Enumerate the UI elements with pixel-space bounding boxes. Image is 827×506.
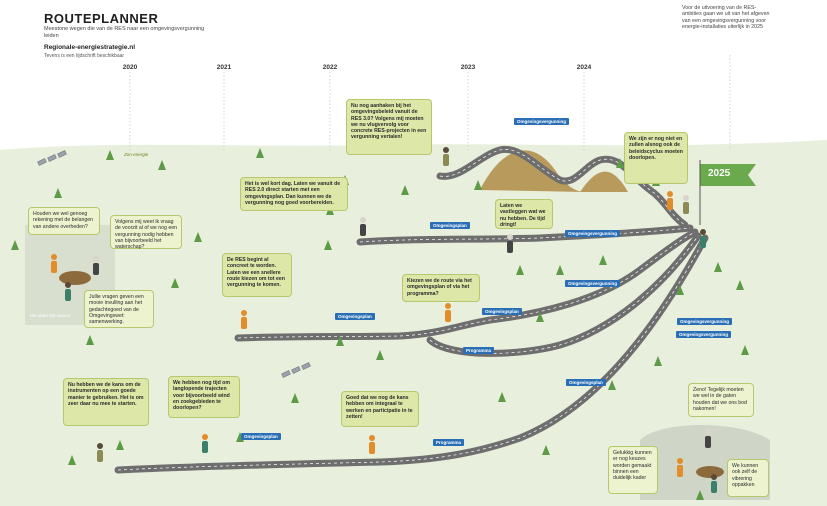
- speech-bubble: Gelukkig kunnen er nog keuzes worden gem…: [608, 446, 658, 494]
- speech-bubble: We zijn er nog niet en zullen alsnog ook…: [624, 132, 688, 184]
- page-subtitle: Meestone wegen die van de RES naar een o…: [44, 26, 205, 39]
- speech-bubble: De RES begint al concreet te worden. Lat…: [222, 253, 292, 297]
- route-tag: Omgevingsplan: [335, 313, 375, 320]
- year-label: 2022: [322, 64, 338, 71]
- route-tag: Omgevingsplan: [482, 308, 522, 315]
- route-tag: Omgevingsvergunning: [514, 118, 570, 125]
- route-tag: Programma: [433, 439, 465, 446]
- solar-panels: [37, 150, 311, 378]
- route-tag: Omgevingsplan: [241, 433, 281, 440]
- speech-bubble: Houden we wel genoeg rekening met de bel…: [28, 207, 100, 235]
- timeline-grid: [129, 55, 731, 150]
- page-title: ROUTEPLANNER: [44, 11, 159, 26]
- route-tag: Omgevingsvergunning: [565, 230, 621, 237]
- site-link[interactable]: Regionale-energiestrategie.nl: [44, 44, 136, 51]
- speech-bubble: We hebben nog tijd om langlopende trajec…: [168, 376, 240, 418]
- speech-bubble: Zeno! Tegelijk moeten we wel in de gaten…: [688, 383, 754, 417]
- speech-bubble: Nu nog aanhaken bij het omgevingsbeleid …: [346, 99, 432, 155]
- speech-bubble: Kiezen we de route via het omgevingsplan…: [402, 274, 480, 302]
- meeting-table-left: [59, 271, 91, 285]
- speech-bubble: Volgens mij weet ik vraag de voorzit al …: [110, 215, 182, 250]
- group-label: We doen het samen: [30, 313, 71, 318]
- deadline-note: Voor de uitvoering van de RES-ambities g…: [682, 5, 770, 30]
- milestone-flag: [700, 164, 756, 186]
- year-label: 2024: [576, 64, 592, 71]
- speech-bubble: We kunnen ook zelf de vibrering oppakken: [727, 459, 769, 497]
- route-tag: Omgevingsplan: [566, 379, 606, 386]
- speech-bubble: Het is wel kort dag. Laten we vanuit de …: [240, 177, 348, 211]
- route-tag: Omgevingsvergunning: [676, 331, 732, 338]
- energy-label: Zon-energie: [124, 152, 149, 157]
- speech-bubble: Jullie vragen geven een mooie invulling …: [84, 290, 154, 328]
- people: [51, 147, 717, 493]
- speech-bubble: Goed dat we nog de kans hebben om integr…: [341, 391, 419, 427]
- speech-bubble: Nu hebben we de kans om de instrumenten …: [63, 378, 149, 426]
- year-label: 2021: [216, 64, 232, 71]
- route-tag: Omgevingsvergunning: [565, 280, 621, 287]
- route-tag: Omgevingsplan: [430, 222, 470, 229]
- road-top: [436, 145, 689, 229]
- route-tag: Omgevingsvergunning: [677, 318, 733, 325]
- hill-right: [580, 171, 628, 192]
- meeting-table-right: [696, 466, 724, 478]
- route-tag: Programma: [463, 347, 495, 354]
- speech-bubble: Laten we vastleggen wat we nu hebben. De…: [495, 199, 553, 229]
- header-note: Tevens is een tijdschrift beschikbaar: [44, 53, 125, 59]
- milestone-2025: 2025: [708, 168, 731, 179]
- year-label: 2020: [122, 64, 138, 71]
- year-label: 2023: [460, 64, 476, 71]
